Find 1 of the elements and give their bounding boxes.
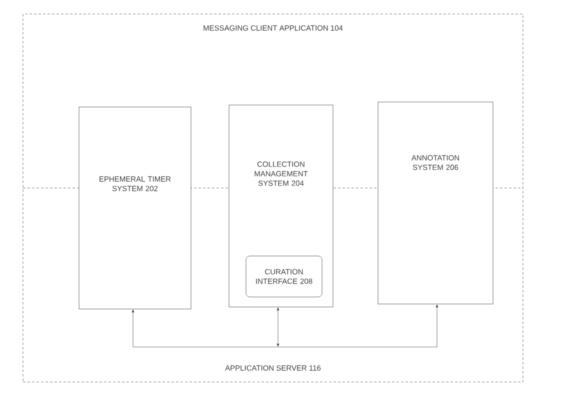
connector-arrow (132, 304, 438, 348)
